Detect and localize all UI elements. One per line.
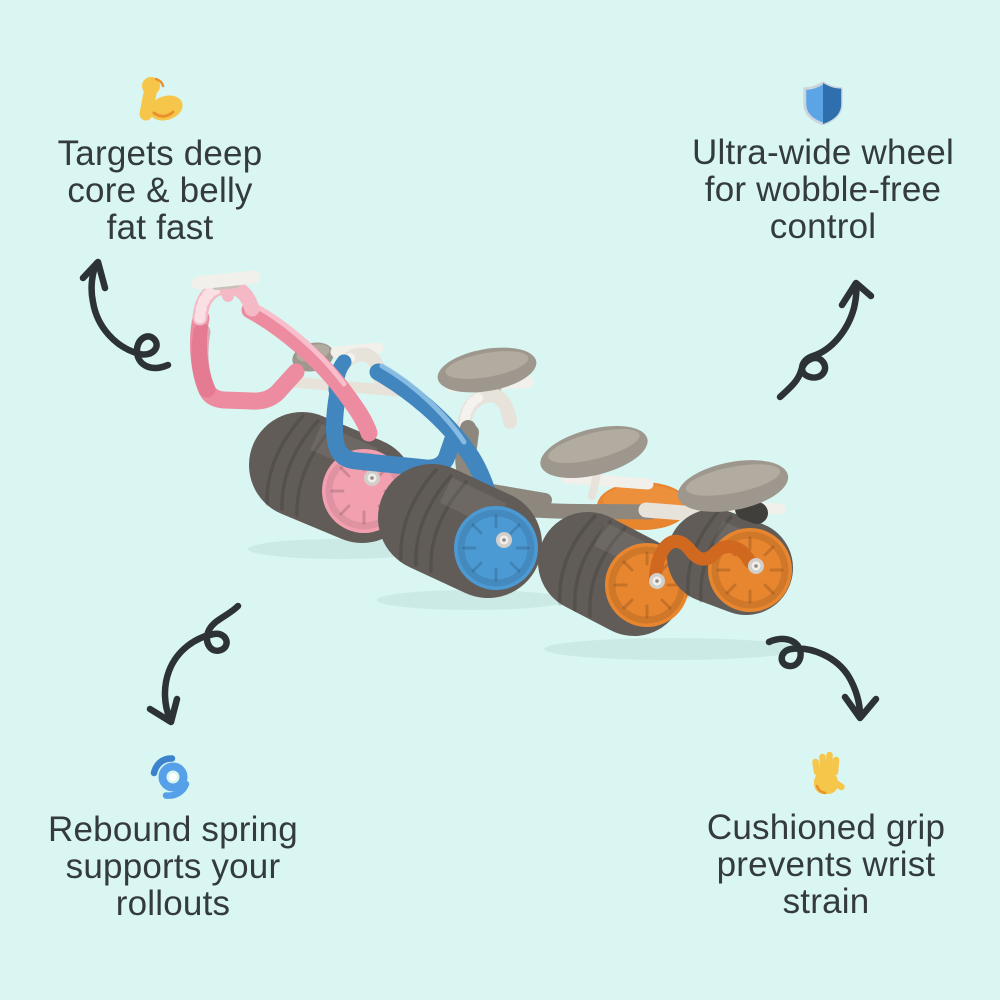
callout-text-line: core & belly xyxy=(67,171,253,210)
callout-text-line: control xyxy=(769,207,877,246)
callout-text-line: fat fast xyxy=(106,208,214,247)
callout-bottom-left: Rebound spring supports your rollouts xyxy=(18,752,328,922)
shadow xyxy=(544,638,800,660)
callout-bottom-right: Cushioned grip prevents wrist strain xyxy=(666,752,986,920)
callout-text-line: prevents wrist xyxy=(716,845,936,884)
rebound-bracket xyxy=(648,534,757,587)
product-ab-rollers xyxy=(190,270,800,660)
callout-text-line: Cushioned grip xyxy=(706,808,946,847)
callout-text-line: supports your xyxy=(65,847,281,886)
callout-text-line: strain xyxy=(782,882,870,921)
arrow-top-left xyxy=(79,258,172,372)
shadow xyxy=(377,590,567,610)
shield-icon xyxy=(803,81,843,125)
handle-end-cap xyxy=(735,498,768,524)
elbow-pads-orange xyxy=(540,426,789,512)
ab-roller-pink-frame xyxy=(190,270,378,442)
callout-text-line: Targets deep xyxy=(57,134,263,173)
axle-bolt xyxy=(649,558,764,589)
callout-text-line: Ultra-wide wheel xyxy=(692,133,954,172)
callout-text-line: Rebound spring xyxy=(48,810,298,849)
cyclone-icon xyxy=(150,755,190,799)
arrow-bottom-left xyxy=(146,602,242,726)
muscle-icon xyxy=(139,77,183,121)
ab-roller-blue xyxy=(292,342,542,598)
callout-text-line: rollouts xyxy=(115,884,231,923)
hand-icon xyxy=(812,752,845,795)
orange-wheel-left xyxy=(538,512,689,636)
callout-top-right: Ultra-wide wheel for wobble-free control xyxy=(662,79,984,245)
callout-text-line: for wobble-free xyxy=(704,170,942,209)
arrow-bottom-right xyxy=(765,635,880,722)
callout-top-left: Targets deep core & belly fat fast xyxy=(15,74,305,246)
arrow-top-right xyxy=(776,279,875,401)
blue-wheel xyxy=(378,464,542,598)
